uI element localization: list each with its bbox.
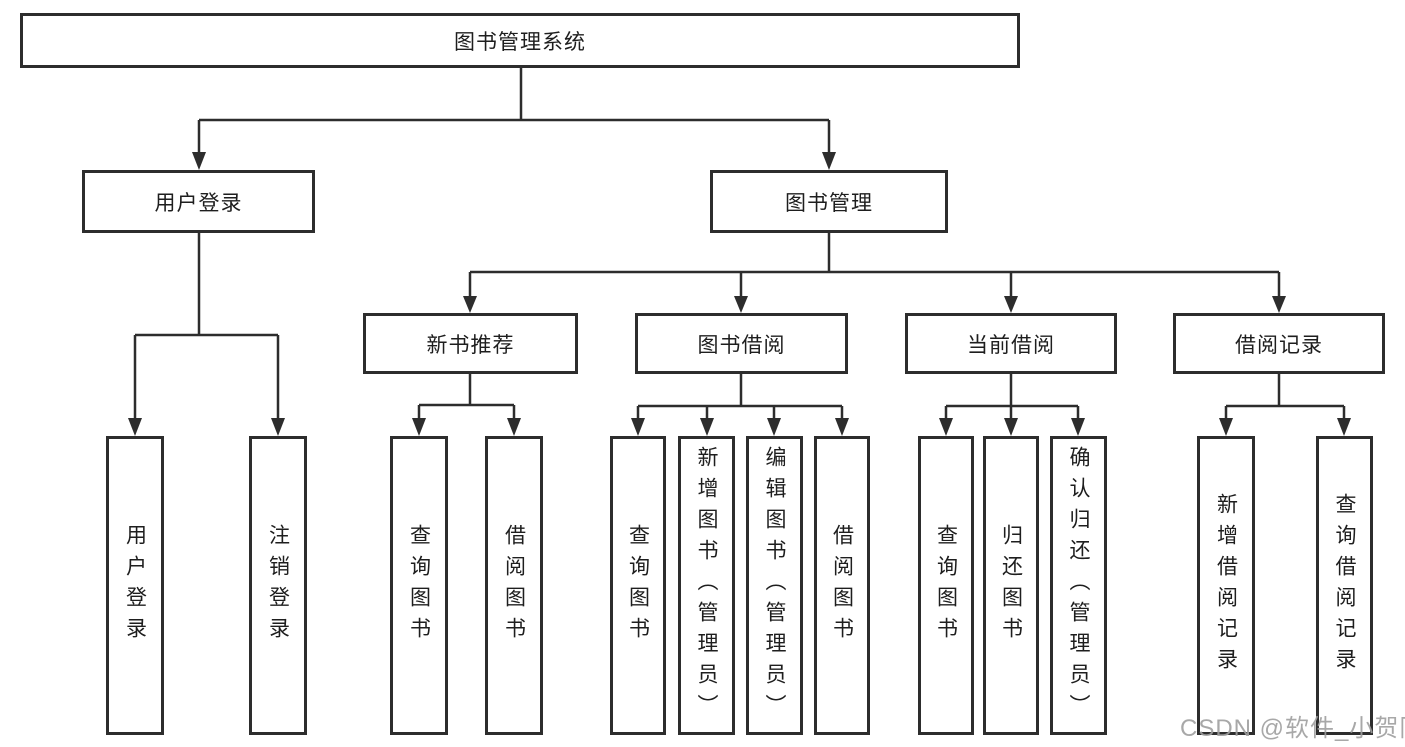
node-label: 新增图书（管理员） — [695, 446, 718, 725]
node-label: 查询图书 — [626, 523, 650, 648]
node-label: 图书借阅 — [697, 333, 786, 357]
arrowhead-icon — [734, 296, 748, 313]
arrowhead-icon — [1219, 418, 1233, 436]
leaf-current-return-books: 归还图书 — [983, 436, 1039, 735]
node-label: 借阅图书 — [502, 523, 526, 648]
arrowhead-icon — [1004, 418, 1018, 436]
leaf-logout: 注销登录 — [249, 436, 307, 735]
node-current-borrow: 当前借阅 — [905, 313, 1117, 374]
arrowhead-icon — [822, 152, 836, 170]
node-label: 借阅图书 — [830, 523, 854, 648]
connector-new-book-children — [412, 374, 521, 436]
node-label: 归还图书 — [999, 523, 1023, 648]
leaf-borrow-borrow-books: 借阅图书 — [814, 436, 870, 735]
node-label: 查询图书 — [934, 523, 958, 648]
leaf-borrow-edit-books-admin: 编辑图书（管理员） — [746, 436, 803, 735]
connector-root-to-level2 — [192, 68, 836, 170]
csdn-watermark: CSDN @软件_小贺同学 — [1180, 715, 1405, 742]
node-new-book-recommend: 新书推荐 — [363, 313, 578, 374]
node-label: 图书管理系统 — [454, 30, 586, 54]
connector-current-borrow-children — [939, 374, 1085, 436]
node-label: 新增借阅记录 — [1214, 492, 1238, 679]
arrowhead-icon — [631, 418, 645, 436]
arrowhead-icon — [700, 418, 714, 436]
leaf-newbook-borrow-books: 借阅图书 — [485, 436, 543, 735]
node-label: 注销登录 — [266, 523, 290, 648]
node-label: 查询图书 — [407, 523, 431, 648]
leaf-borrow-add-books-admin: 新增图书（管理员） — [678, 436, 735, 735]
node-user-login: 用户登录 — [82, 170, 315, 233]
node-label: 用户登录 — [154, 191, 243, 215]
leaf-newbook-query-books: 查询图书 — [390, 436, 448, 735]
leaf-borrow-query-books: 查询图书 — [610, 436, 666, 735]
connector-user-login-children — [128, 233, 285, 436]
node-label: 当前借阅 — [967, 333, 1055, 357]
node-borrow-records: 借阅记录 — [1173, 313, 1385, 374]
node-root-system: 图书管理系统 — [20, 13, 1020, 68]
node-label: 编辑图书（管理员） — [763, 446, 786, 725]
node-book-borrow: 图书借阅 — [635, 313, 848, 374]
arrowhead-icon — [767, 418, 781, 436]
node-label: 新书推荐 — [426, 333, 515, 357]
node-label: 查询借阅记录 — [1333, 492, 1356, 679]
connector-book-borrow-children — [631, 374, 849, 436]
arrowhead-icon — [835, 418, 849, 436]
node-label: 图书管理 — [785, 191, 873, 215]
arrowhead-icon — [128, 418, 142, 436]
leaf-records-query-record: 查询借阅记录 — [1316, 436, 1373, 735]
arrowhead-icon — [463, 296, 477, 313]
arrowhead-icon — [939, 418, 953, 436]
arrowhead-icon — [507, 418, 521, 436]
arrowhead-icon — [271, 418, 285, 436]
leaf-records-add-record: 新增借阅记录 — [1197, 436, 1255, 735]
arrowhead-icon — [1272, 296, 1286, 313]
arrowhead-icon — [1071, 418, 1085, 436]
node-label: 借阅记录 — [1235, 333, 1323, 357]
node-book-management: 图书管理 — [710, 170, 948, 233]
connector-borrow-records-children — [1219, 374, 1351, 436]
arrowhead-icon — [1004, 296, 1018, 313]
node-label: 用户登录 — [123, 523, 147, 648]
leaf-user-login: 用户登录 — [106, 436, 164, 735]
leaf-current-query-books: 查询图书 — [918, 436, 974, 735]
node-label: 确认归还（管理员） — [1067, 446, 1090, 725]
arrowhead-icon — [1337, 418, 1351, 436]
arrowhead-icon — [412, 418, 426, 436]
arrowhead-icon — [192, 152, 206, 170]
connector-book-mgmt-children — [463, 233, 1286, 313]
leaf-current-confirm-return-admin: 确认归还（管理员） — [1050, 436, 1107, 735]
